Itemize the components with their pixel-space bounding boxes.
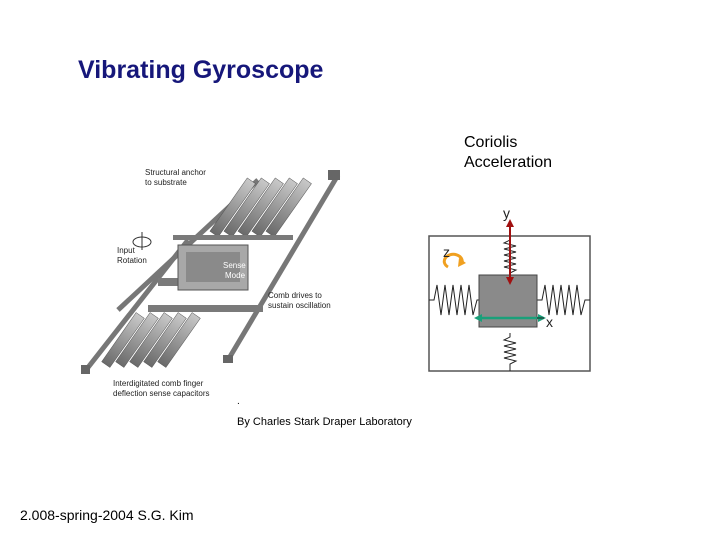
input-rotation-icon — [132, 232, 152, 250]
slide-title: Vibrating Gyroscope — [78, 56, 324, 84]
anchor-label-1: Structural anchor — [145, 168, 206, 177]
sense-label-2: deflection sense capacitors — [113, 389, 210, 398]
spring-left — [429, 284, 479, 316]
axis-z-label: z — [443, 244, 450, 260]
spring-bottom — [502, 333, 518, 371]
comb-fingers-top — [209, 177, 312, 238]
coriolis-line-1: Coriolis — [464, 134, 518, 151]
comb-label-1: Comb drives to — [268, 291, 322, 300]
x-arrowhead-left — [474, 314, 482, 322]
footer-text: 2.008-spring-2004 S.G. Kim — [20, 507, 194, 523]
credit-text: By Charles Stark Draper Laboratory — [237, 416, 412, 428]
input-label-1: Input — [117, 246, 136, 255]
spring-mass-diagram: y x z — [428, 205, 591, 372]
drive-mode-label: Drive Mode — [186, 291, 227, 300]
rotation-arrowhead — [458, 258, 466, 267]
proof-mass — [177, 244, 249, 291]
y-arrowhead-bottom — [506, 277, 514, 285]
input-label-2: Rotation — [117, 256, 147, 265]
credit-dot: . — [237, 396, 240, 407]
comb-label-2: sustain oscillation — [268, 301, 331, 310]
spring-right — [537, 284, 590, 316]
sense-mode-label: Sense — [223, 261, 246, 270]
anchor-label-2: to substrate — [145, 178, 187, 187]
mode-label: Mode — [225, 271, 246, 280]
anchors — [81, 170, 340, 374]
comb-fingers-bottom — [101, 312, 201, 368]
mems-gyroscope-figure: Structural anchor to substrate Input Rot… — [81, 168, 341, 398]
y-arrowhead-top — [506, 219, 514, 227]
coriolis-acceleration-label: Coriolis Acceleration — [464, 133, 552, 173]
axis-x-label: x — [546, 314, 553, 330]
coriolis-line-2: Acceleration — [464, 154, 553, 171]
rotation-arrow-icon — [442, 252, 464, 269]
axis-y-label: y — [503, 205, 510, 221]
sense-label-1: Interdigitated comb finger — [113, 379, 204, 388]
